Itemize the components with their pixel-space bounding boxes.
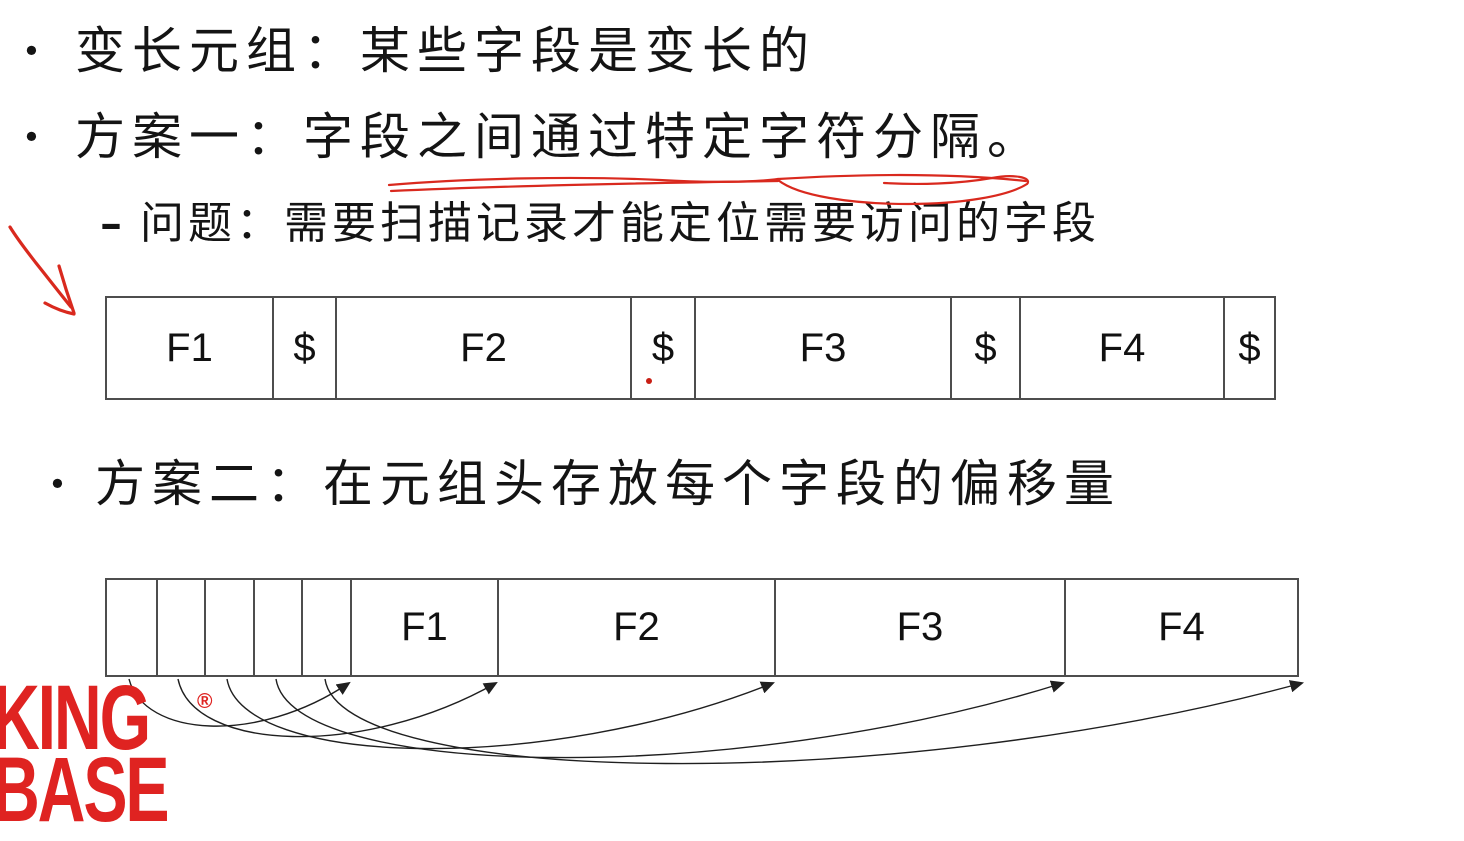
field-cell: F2	[335, 298, 630, 398]
cell-label: $	[293, 325, 316, 370]
offset-pointer-arc	[275, 678, 1066, 759]
bullet2-text: 方案一：字段之间通过特定字符分隔。	[75, 108, 1044, 166]
field-cell: F3	[773, 580, 1064, 675]
cell-label: $	[1238, 325, 1261, 370]
cell-label: F3	[799, 325, 847, 370]
bullet-dot-icon: •	[22, 32, 41, 70]
offset-slot-cell	[107, 580, 156, 675]
delimiter-cell: $	[950, 298, 1019, 398]
offset-pointer-arc	[226, 678, 775, 750]
offset-slot-cell	[301, 580, 350, 675]
delimiter-cell: $	[1223, 298, 1274, 398]
field-cell: F4	[1063, 580, 1297, 675]
cell-label: F2	[460, 325, 507, 370]
bullet3-text: 方案二：在元组头存放每个字段的偏移量	[95, 455, 1121, 513]
offset-slot-cell	[155, 580, 205, 675]
offset-slot-cell	[204, 580, 253, 675]
cell-label: F2	[613, 605, 660, 649]
dash-bullet-icon: –	[100, 198, 122, 249]
bullet-dot-icon: •	[48, 465, 67, 503]
cell-label: F1	[401, 605, 448, 649]
offset-pointer-arc	[177, 678, 498, 738]
bullet-scheme2: • 方案二：在元组头存放每个字段的偏移量	[48, 455, 1121, 514]
offset-pointer-arc	[324, 678, 1305, 765]
cell-label: F1	[166, 325, 213, 370]
bullet1-text: 变长元组：某些字段是变长的	[75, 22, 816, 80]
delimiter-cell: $	[630, 298, 694, 398]
offset-slot-cell	[252, 580, 302, 675]
cell-label: $	[974, 325, 997, 370]
cell-label: F4	[1098, 325, 1146, 370]
cell-label: F3	[896, 605, 944, 649]
kingbase-logo-king: KING	[0, 667, 151, 769]
red-arrow-icon	[8, 225, 76, 316]
registered-trademark-icon: ®	[197, 690, 213, 713]
kingbase-logo-base: BASE	[0, 739, 170, 841]
offset-pointer-arc	[128, 678, 351, 727]
delimiter-cell: $	[272, 298, 335, 398]
scheme1-record-diagram: F1 $ F2 $ F3 $ F4 $	[105, 296, 1276, 400]
field-cell: F4	[1019, 298, 1223, 398]
bullet-dot-icon: •	[22, 118, 41, 156]
field-cell: F1	[349, 580, 497, 675]
bullet-variable-length-tuple: • 变长元组：某些字段是变长的	[22, 22, 816, 81]
field-cell: F3	[694, 298, 950, 398]
sub-bullet-text: 问题：需要扫描记录才能定位需要访问的字段	[140, 198, 1100, 249]
scheme2-record-diagram: F1 F2 F3 F4	[105, 578, 1299, 677]
sub-bullet-problem: –问题：需要扫描记录才能定位需要访问的字段	[100, 198, 1100, 250]
field-cell: F1	[107, 298, 272, 398]
cell-label: F4	[1158, 605, 1205, 649]
field-cell: F2	[496, 580, 774, 675]
cell-label: $	[651, 325, 675, 370]
bullet-scheme1: • 方案一：字段之间通过特定字符分隔。	[22, 108, 1044, 167]
